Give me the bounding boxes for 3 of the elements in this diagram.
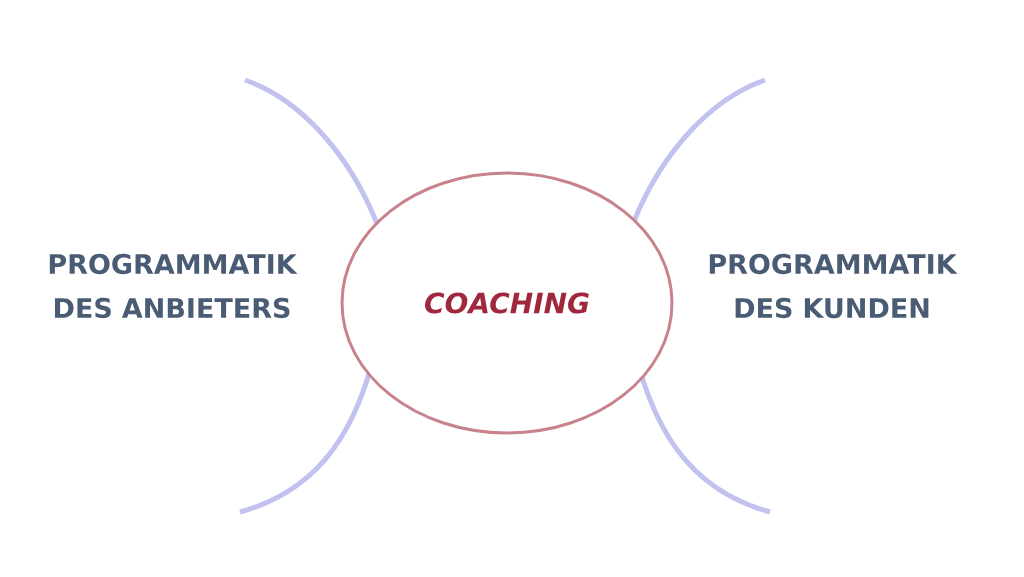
side-label: PROGRAMMATIK DES ANBIETERS <box>49 253 298 319</box>
ellipse-node: COACHING <box>340 171 674 435</box>
side-label: PROGRAMMATIK DES KUNDEN <box>709 253 958 319</box>
